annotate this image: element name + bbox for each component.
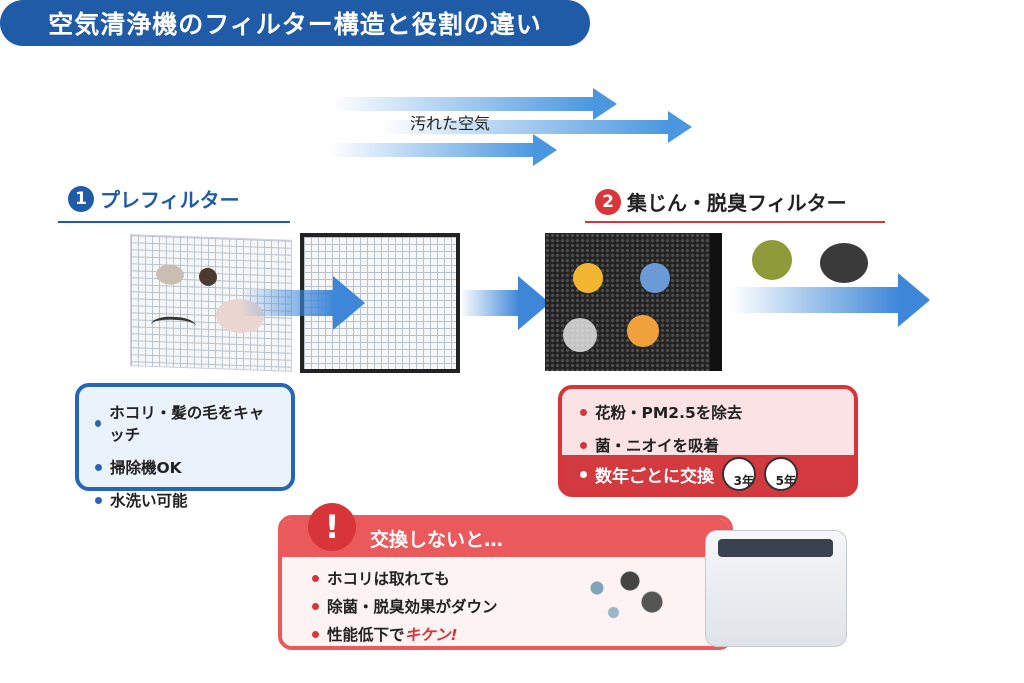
number-badge: 2 (595, 188, 621, 215)
main-filter-title: 集じん・脱臭フィルター (627, 191, 847, 215)
main-filter-heading: 2 集じん・脱臭フィルター (595, 187, 847, 216)
particle-icon (563, 318, 597, 352)
list-item: ホコリは取れても (312, 567, 699, 589)
warning-heading: 交換しないと… (282, 519, 729, 557)
germ-icon (640, 263, 670, 293)
flow-arrow (240, 276, 365, 330)
replace-banner: 数年ごとに交換 3年 5年 (562, 455, 854, 493)
pollen-icon (752, 240, 792, 280)
exclamation-icon: ! (308, 503, 356, 551)
list-item: 菌・ニオイを吸着 (580, 434, 836, 456)
hair-icon (151, 315, 196, 335)
pollen-icon (573, 263, 603, 293)
list-item: 性能低下でキケン! (312, 623, 699, 645)
prefilter-info-box: ホコリ・髪の毛をキャッチ 掃除機OK 水洗い可能 (75, 383, 295, 510)
main-filter-info-box: 花粉・PM2.5を除去 菌・ニオイを吸着 数年ごとに交換 3年 5年 (558, 385, 858, 497)
smiley-icon (627, 315, 659, 347)
list-item: ホコリ・髪の毛をキャッチ (95, 401, 275, 445)
carbon-filter-image (545, 233, 722, 371)
list-item: 水洗い可能 (95, 489, 275, 511)
list-item: 花粉・PM2.5を除去 (580, 401, 836, 423)
dust-icon (156, 264, 184, 286)
number-badge: 1 (68, 185, 94, 212)
clean-air-arrow (730, 273, 930, 327)
divider (585, 221, 885, 223)
control-panel (718, 539, 833, 557)
clock-icon: 5年 (764, 457, 798, 491)
air-purifier-image (705, 530, 847, 647)
prefilter-heading: 1 プレフィルター (68, 184, 240, 213)
germ-icon (199, 267, 217, 287)
airflow-label: 汚れた空気 (410, 114, 491, 133)
page-title: 空気清浄機のフィルター構造と役割の違い (0, 0, 590, 46)
clock-icon: 3年 (722, 457, 756, 491)
prefilter-title: プレフィルター (100, 188, 240, 212)
list-item: 除菌・脱臭効果がダウン (312, 595, 699, 617)
smoke-icon (820, 243, 868, 283)
flow-arrow (460, 276, 550, 330)
divider (58, 221, 290, 223)
list-item: 掃除機OK (95, 456, 275, 478)
dirty-particles-image (575, 560, 685, 630)
